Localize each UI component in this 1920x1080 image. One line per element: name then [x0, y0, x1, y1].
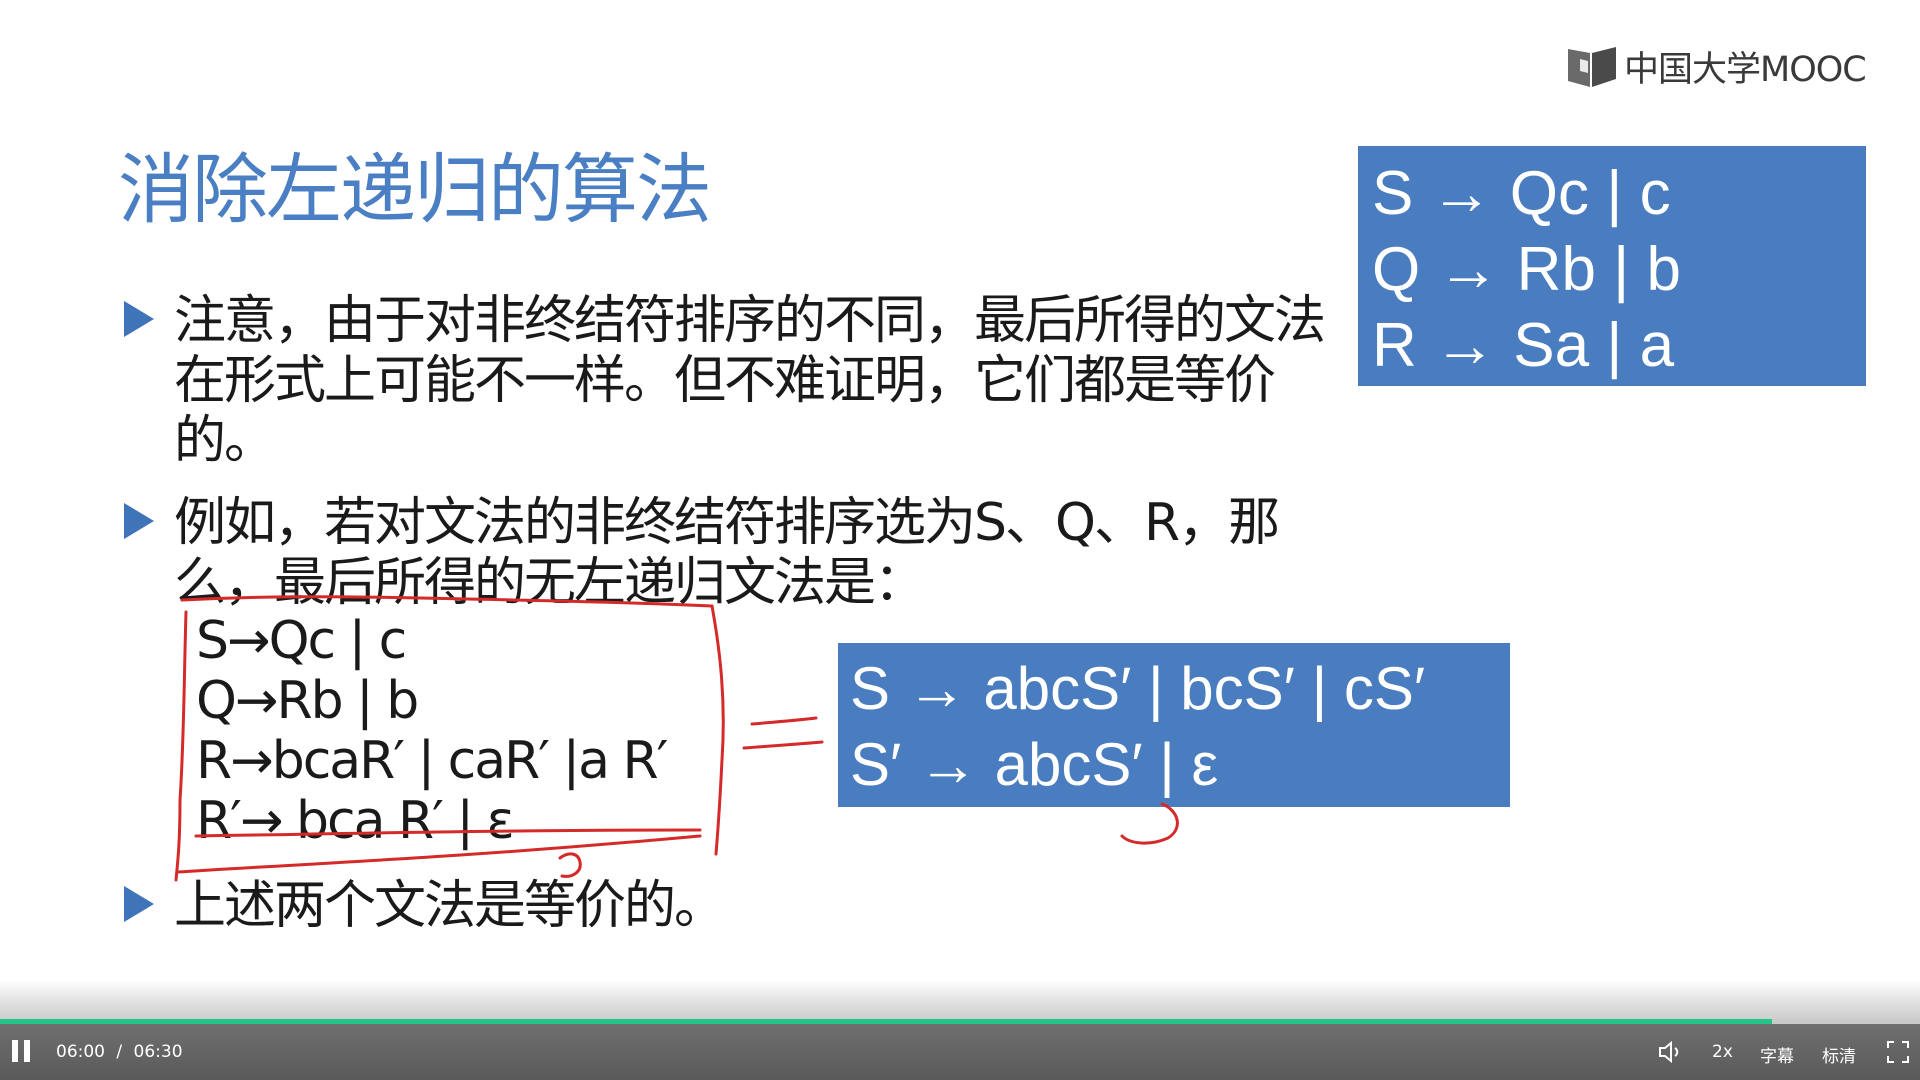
pause-icon [24, 1040, 30, 1062]
grammar-line: R→bcaR′ | caR′ |a R′ [196, 731, 668, 791]
alternate-grammar-box: S → abcS′ | bcS′ | cS′ S′ → abcS′ | ε [838, 643, 1510, 807]
bullet-example: 例如，若对文法的非终结符排序选为S、Q、R，那么，最后所得的无左递归文法是： [124, 493, 1364, 613]
grammar-line: R′→ bca R′ | ε [196, 791, 515, 851]
bullet-triangle-icon [124, 886, 154, 922]
current-time: 06:00 [56, 1042, 105, 1062]
pause-button[interactable] [12, 1040, 32, 1062]
grammar-underline-stroke [194, 828, 702, 838]
bullet-triangle-icon [124, 503, 154, 539]
fullscreen-icon[interactable] [1886, 1040, 1910, 1064]
original-grammar-box: S → Qc | c Q → Rb | b R → Sa | a [1358, 146, 1866, 386]
time-separator: / [116, 1042, 123, 1062]
subtitles-button[interactable]: 字幕 [1760, 1047, 1794, 1067]
box-line: S′ → abcS′ | ε [850, 731, 1219, 798]
progress-fill [0, 1019, 1773, 1024]
pause-icon [12, 1040, 18, 1062]
bracket-left-stroke [174, 610, 188, 882]
mooc-logo: 中国大学MOOC [1566, 42, 1867, 90]
equal-sign-stroke [750, 716, 818, 726]
speaker-icon[interactable] [1658, 1040, 1684, 1064]
box-line: S → Qc | c [1372, 159, 1671, 228]
progress-bar[interactable] [0, 1019, 1920, 1024]
resulting-grammar: S→Qc | c Q→Rb | b R→bcaR′ | caR′ |a R′ R… [196, 611, 668, 851]
bullet-triangle-icon [124, 301, 154, 337]
bullet-conclusion: 上述两个文法是等价的。 [124, 876, 1024, 936]
bullet-text: 注意，由于对非终结符排序的不同，最后所得的文法在形式上可能不一样。但不难证明，它… [174, 291, 1326, 471]
player-controls: 06:00 / 06:30 2x 字幕 标清 [0, 1024, 1920, 1080]
book-logo-icon [1568, 47, 1616, 87]
bullet-note: 注意，由于对非终结符排序的不同，最后所得的文法在形式上可能不一样。但不难证明，它… [124, 291, 1334, 471]
underline-stroke [180, 595, 714, 608]
bullet-text: 例如，若对文法的非终结符排序选为S、Q、R，那么，最后所得的无左递归文法是： [174, 493, 1280, 613]
logo-text: 中国大学MOOC [1624, 49, 1867, 90]
epsilon-mark-stroke [1120, 802, 1179, 845]
grammar-line: S→Qc | c [196, 611, 407, 671]
box-line: Q → Rb | b [1372, 235, 1681, 304]
duration: 06:30 [133, 1042, 183, 1062]
bullet-text: 上述两个文法是等价的。 [174, 876, 726, 936]
epsilon-mark-stroke [558, 852, 582, 878]
box-line: R → Sa | a [1372, 311, 1675, 380]
slide-title: 消除左递归的算法 [118, 145, 712, 234]
time-display: 06:00 / 06:30 [56, 1042, 183, 1062]
grammar-line: Q→Rb | b [196, 671, 419, 731]
bracket-bottom-stroke [176, 834, 702, 874]
speed-button[interactable]: 2x [1712, 1042, 1733, 1062]
quality-button[interactable]: 标清 [1822, 1047, 1856, 1067]
box-line: S → abcS′ | bcS′ | cS′ [850, 655, 1426, 722]
equal-sign-stroke [742, 740, 824, 750]
bracket-right-stroke [710, 604, 725, 856]
